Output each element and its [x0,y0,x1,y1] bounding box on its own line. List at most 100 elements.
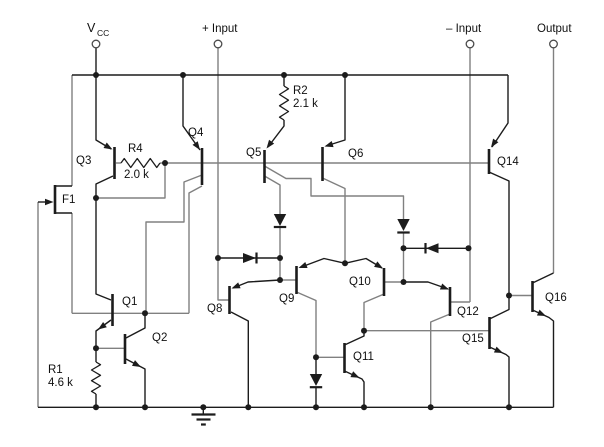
junction-dot [361,327,367,334]
emitter-arrow [131,360,141,367]
junction-dot [142,404,148,411]
label-q9: Q9 [279,293,295,305]
terminal-circle [465,39,475,49]
label-r1-value: 4.6 k [48,377,73,389]
wire [267,120,285,148]
wire [322,177,346,264]
terminal-circle [549,39,558,49]
diode [309,374,323,386]
emitter-arrow [192,141,200,150]
junction-dot [162,160,168,166]
junction-dot [342,260,348,267]
emitter-arrow [45,198,54,206]
wire [188,185,203,314]
junction-dot [313,354,319,361]
wire [489,295,510,320]
label-vcc-sub: CC [97,28,110,38]
label-plus-input: + Input [202,23,238,35]
junction-dot [400,245,407,252]
wire [430,313,451,408]
resistor-zigzag [278,85,290,121]
wire [264,175,281,214]
wire [296,291,317,358]
junction-dot [215,255,221,261]
junction-dot [313,404,319,411]
junction-dot [281,72,287,78]
wire [95,198,112,301]
emitter-arrow [374,261,383,269]
label-vcc: V [87,21,96,35]
diode [273,214,287,226]
junction-dot [465,245,472,252]
diode [397,219,410,231]
label-q14: Q14 [497,156,519,168]
diode [426,243,439,254]
wire [96,163,166,199]
junction-dot [245,404,252,411]
label-q1: Q1 [122,296,138,308]
junction-dot [93,404,99,411]
wire [532,272,554,284]
junction-dot [200,404,207,411]
wire [363,293,385,331]
wire [489,346,510,408]
emitter-arrow [266,139,275,149]
label-q10: Q10 [349,276,371,288]
terminal-circle [91,39,101,49]
emitter-arrow [324,140,334,148]
emitter-arrow [103,142,113,150]
junction-dot [277,255,283,261]
emitter-arrow [491,138,499,148]
label-q4: Q4 [188,127,204,139]
wire [232,279,281,289]
emitter-arrow [350,371,360,378]
junction-dot [142,310,148,317]
junction-dot [427,404,434,411]
wire [264,165,405,219]
junction-dot [400,279,407,285]
emitter-arrow [536,309,546,316]
junction-dot [342,72,348,78]
wire [125,358,146,408]
label-f1: F1 [62,194,76,206]
label-q2: Q2 [152,332,168,344]
wire [491,75,509,148]
label-r2-value: 2.1 k [293,98,318,110]
wire [125,313,146,339]
wire [299,257,346,269]
label-r1: R1 [48,364,63,376]
junction-dot [277,277,283,283]
junction-dot [93,72,99,78]
label-minus-input: – Input [446,23,482,35]
label-output: Output [537,23,572,35]
label-q15: Q15 [462,333,484,345]
junction-dot [361,404,367,411]
wire [344,330,365,346]
junction-dot [180,72,186,78]
label-q5: Q5 [246,147,262,159]
terminal-circle [213,39,223,49]
wire [325,75,346,147]
junction-dot [93,345,99,352]
junction-dot [93,195,99,201]
emitter-arrow [98,322,107,330]
label-r4: R4 [128,143,143,155]
wire [182,75,201,151]
wire [488,171,510,296]
resistor-zigzag [90,361,102,395]
emitter-arrow [439,283,449,290]
wire [532,309,555,408]
wire [217,258,229,301]
junction-dot [506,292,512,299]
label-q12: Q12 [457,306,479,318]
label-r4-value: 2.0 k [124,169,149,181]
wire [95,75,112,150]
emitter-arrow [493,346,503,353]
wire [145,174,203,314]
label-r2: R2 [293,85,308,97]
diode [243,253,256,263]
junction-dot [506,404,512,411]
wire [95,319,112,349]
